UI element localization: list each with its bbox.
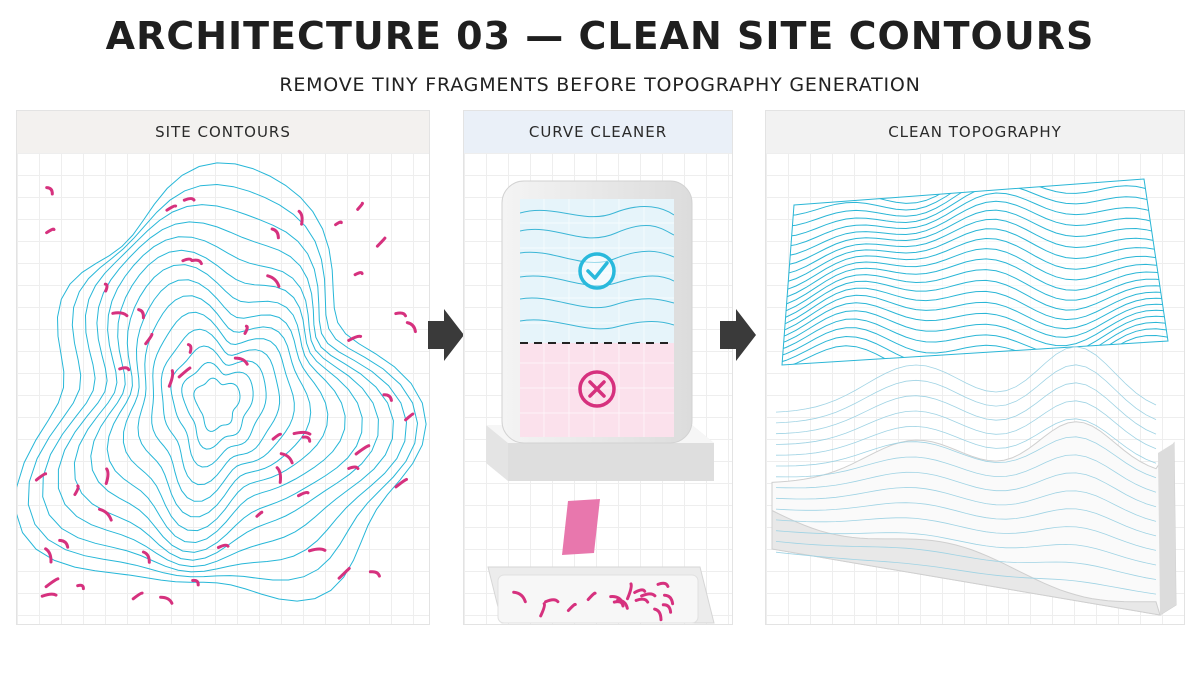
raw-contour-map — [17, 162, 427, 605]
page-title: ARCHITECTURE 03 — CLEAN SITE CONTOURS — [105, 14, 1095, 58]
x-circle-icon — [578, 370, 616, 408]
panel-site-contours: SITE CONTOURS — [16, 110, 430, 625]
panel-header-curve-cleaner: CURVE CLEANER — [464, 111, 732, 153]
contour-lines — [17, 162, 427, 602]
panel-header-site-contours: SITE CONTOURS — [17, 111, 429, 153]
arrow-right-icon — [428, 309, 464, 361]
panel-curve-cleaner: CURVE CLEANER — [463, 110, 733, 625]
curve-cleaner-device — [486, 180, 715, 624]
page-subtitle: REMOVE TINY FRAGMENTS BEFORE TOPOGRAPHY … — [279, 74, 921, 96]
clean-topography-model — [771, 178, 1177, 616]
panel-header-clean-topography: CLEAN TOPOGRAPHY — [766, 111, 1184, 153]
panel-clean-topography: CLEAN TOPOGRAPHY — [765, 110, 1185, 625]
checkmark-circle-icon — [578, 252, 616, 290]
curve-fragments — [34, 186, 417, 605]
arrow-right-icon — [720, 309, 756, 361]
